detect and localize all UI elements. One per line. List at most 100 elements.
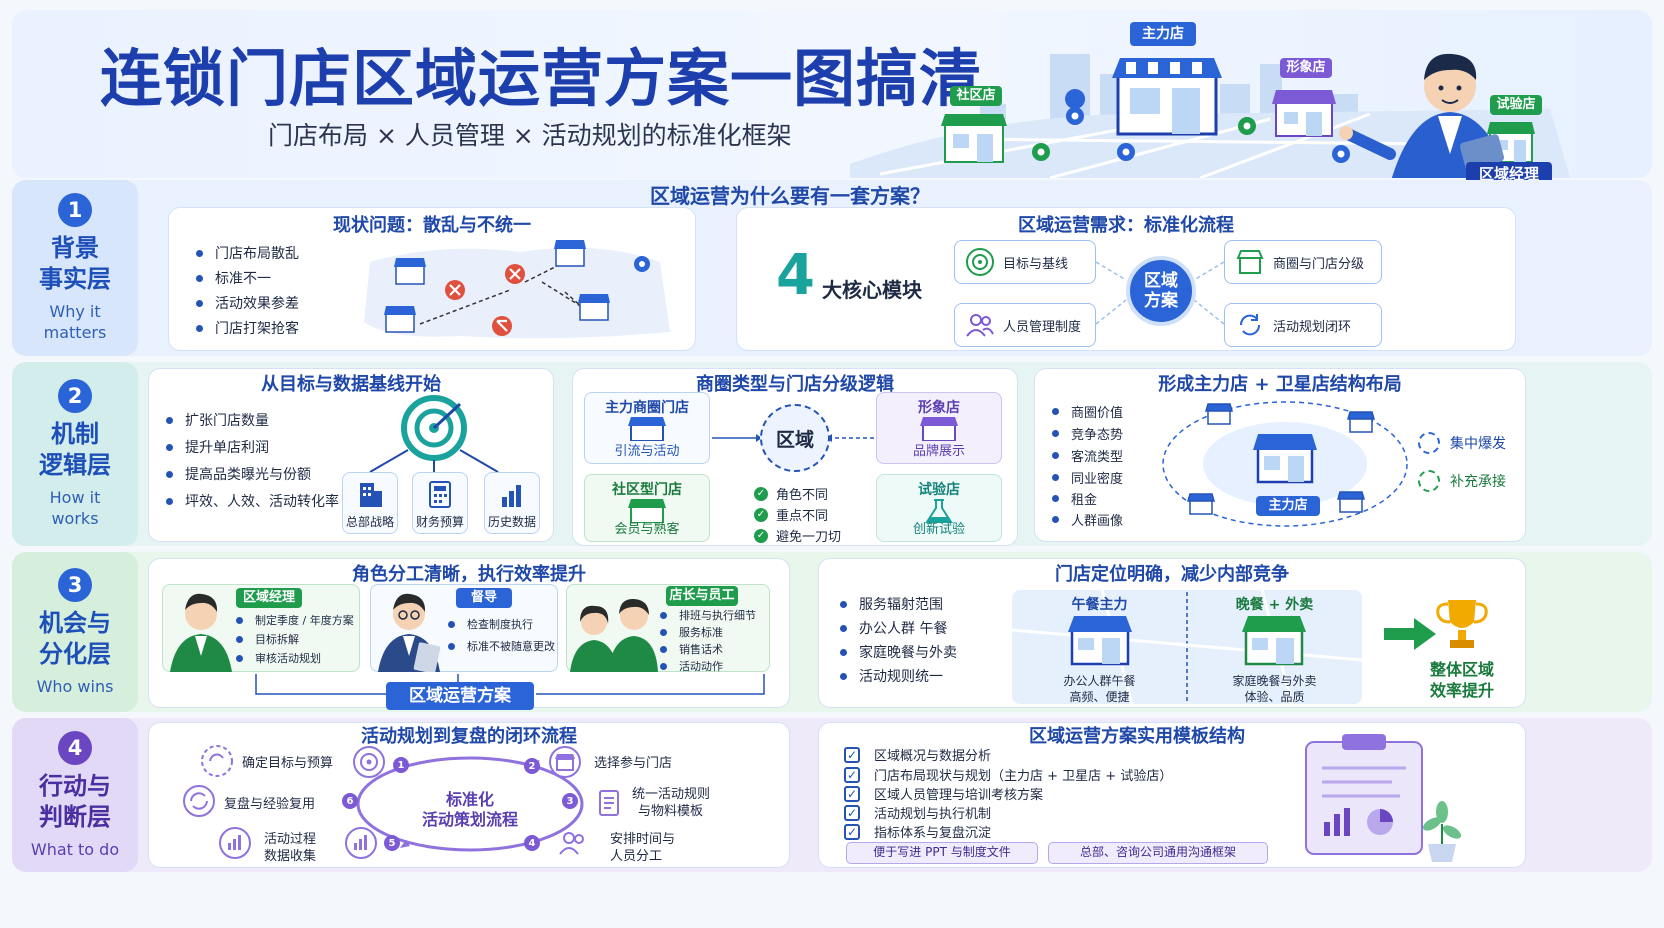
checkbox-icon: ✓ [844,823,860,840]
role-item: 服务标准 [660,624,723,640]
tier-check: ✓避免一刀切 [754,526,841,545]
store-icon [384,240,610,333]
layout-item: 客流类型 [1052,446,1123,465]
store-icon [920,417,958,442]
tier-box-head: 社区型门店 [612,482,682,498]
role-tag: 区域经理 [236,588,302,608]
tier-box-sub: 会员与熟客 [614,522,680,537]
step-label: 与物料模板 [638,804,704,819]
legend-support: 补充承接 [1418,470,1506,492]
main-store-tag: 主力店 [1256,496,1320,516]
tag-main-store: 主力店 [1130,22,1196,46]
layout-item: 竞争态势 [1052,424,1123,443]
layer-2-label: 2 机制 逻辑层 How it works [12,362,138,546]
layout-item: 租金 [1052,489,1097,508]
module-label: 商圈与门店分级 [1273,256,1365,272]
building-icon [360,483,382,507]
problem-item: 标准不一 [196,268,271,288]
layer-number: 1 [58,193,92,227]
result-line2: 效率提升 [1429,681,1494,700]
layer-title: 机会与 [39,608,111,637]
checkbox-icon: ✓ [844,746,860,763]
hub-satellite-diagram [1162,401,1408,527]
manager-avatar [170,593,232,672]
dashed-circle-icon [1418,432,1440,454]
layout-item: 同业密度 [1052,468,1123,487]
step-number: 2 [524,758,540,774]
page-subtitle: 门店布局 × 人员管理 × 活动规划的标准化框架 [268,121,792,150]
checkbox-icon: ✓ [844,766,860,783]
plant-icon [1422,801,1462,862]
module-label: 活动规划闭环 [1273,319,1352,335]
checkbox-icon: ✓ [844,785,860,802]
template-tag: 总部、咨询公司通用沟通框架 [1048,842,1268,864]
step-label: 人员分工 [610,849,663,864]
page-title: 连锁门店区域运营方案一图搞清 [100,42,983,115]
step-number: 6 [342,793,358,809]
lunch-line2: 高频、便捷 [1069,690,1130,704]
source-label: 历史数据 [487,515,536,529]
chart-icon [219,827,251,859]
target-diagram [369,395,499,473]
step-label: 统一活动规则 [632,787,711,802]
dinner-line2: 体验、品质 [1244,690,1305,704]
template-item: ✓指标体系与复盘沉淀 [844,822,991,841]
target-icon [401,395,467,461]
layer-title: 背景 [51,234,99,262]
problem-item: 门店打架抢客 [196,318,299,338]
calculator-icon [429,481,451,508]
tier-center: 区域 [760,404,830,472]
baseline-item: 坪效、人效、活动转化率 [166,491,339,511]
layer-title: 判断层 [39,802,111,831]
positioning-item: 办公人群 午餐 [840,618,947,638]
staff-avatar [570,598,658,672]
source-label: 总部战略 [345,515,394,529]
template-item: ✓门店布局现状与规划（主力店 + 卫星店 + 试验店） [844,765,1172,784]
layer-subtitle: Who wins [36,676,114,696]
roles-connector [255,674,765,695]
role-item: 标准不被随意更改 [448,638,555,654]
need-title: 区域运营需求：标准化流程 [1018,215,1234,236]
tier-check: ✓角色不同 [754,484,828,503]
store-icon [1068,616,1132,666]
layer-subtitle: Why it matters [43,302,107,342]
tier-box-head: 试验店 [918,482,960,498]
supervisor-avatar [378,593,441,672]
loop-card [148,722,790,868]
problem-title: 现状问题：散乱与不统一 [333,215,531,236]
template-item: ✓活动规划与执行机制 [844,803,991,822]
store-icon [628,417,666,442]
core-count: 4 [776,243,815,308]
tier-box-sub: 引流与活动 [614,444,680,459]
module-label: 目标与基线 [1003,256,1069,272]
clipboard-illustration [1305,734,1462,862]
layer-title: 分化层 [39,639,111,668]
template-tag: 便于写进 PPT 与制度文件 [846,842,1038,864]
bar-chart-icon [502,485,521,507]
layout-item: 人群画像 [1052,510,1123,529]
core-label: 大核心模块 [822,278,922,302]
store-icon [1242,616,1306,666]
layout-item: 商圈价值 [1052,402,1123,421]
positioning-title: 门店定位明确，减少内部竞争 [1055,564,1289,585]
tier-check: ✓重点不同 [754,505,828,524]
check-icon: ✓ [754,507,768,522]
tier-box-head: 形象店 [918,400,960,416]
tier-box-sub: 创新试验 [912,522,965,537]
main-store-icon [1253,434,1317,484]
role-tag: 店长与员工 [666,586,738,606]
chart-icon [345,827,377,859]
layer-1-label: 1 背景 事实层 Why it matters [12,180,138,356]
role-item: 制定季度 / 年度方案 [236,612,354,628]
layer-subtitle: What to do [30,839,120,859]
cycle-icon [183,785,215,817]
role-item: 审核活动规划 [236,650,321,666]
people-icon [559,832,584,855]
roles-title: 角色分工清晰，执行效率提升 [352,564,586,585]
satellite-store-icon [1187,403,1375,515]
layer-3-label: 3 机会与 分化层 Who wins [12,552,138,712]
region-plan-button: 区域运营方案 [386,682,534,710]
step-label: 选择参与门店 [594,756,673,771]
dinner-line1: 家庭晚餐与外卖 [1232,674,1317,688]
layer-subtitle: How it works [49,488,101,528]
